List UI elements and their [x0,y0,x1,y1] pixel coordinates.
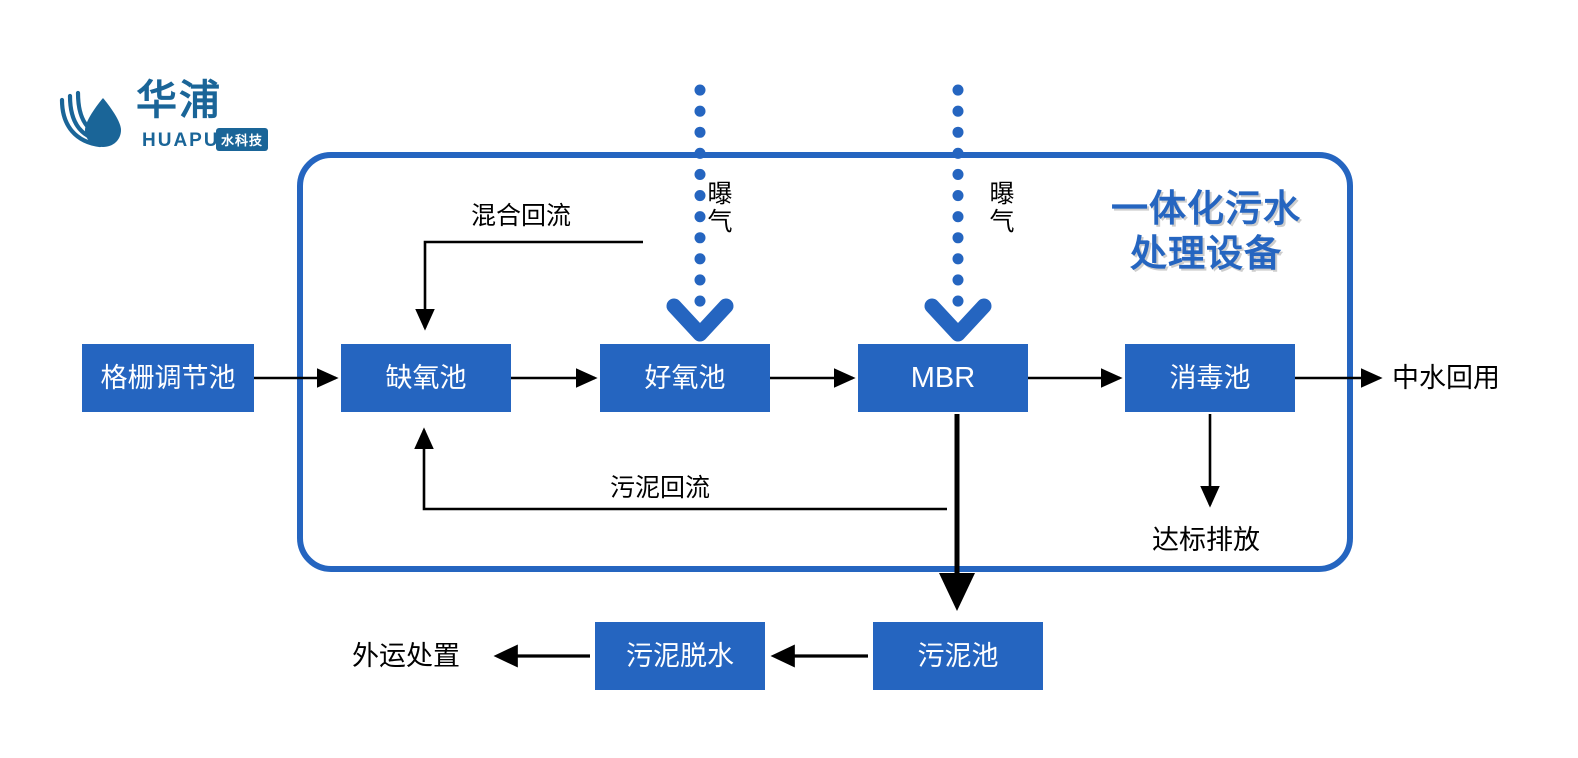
integrated-equipment-enclosure [297,152,1353,572]
equipment-title-line1: 一体化污水 [1111,187,1301,230]
box-label: 污泥池 [917,640,999,672]
label-sludge-return: 污泥回流 [610,473,711,502]
process-box-mbr[interactable]: MBR [858,344,1028,412]
water-droplet-icon [56,82,132,156]
box-label: MBR [910,361,976,394]
company-logo: 华浦 HUAPU 水科技 [56,76,269,170]
box-label: 好氧池 [644,362,726,394]
logo-hanzi: 华浦 [136,76,222,124]
box-label: 缺氧池 [385,362,467,394]
label-aeration-aerobic: 曝气 [707,179,733,236]
label-aeration-mbr: 曝气 [989,179,1015,236]
process-box-aerobic-tank[interactable]: 好氧池 [600,344,770,412]
label-offsite-disposal: 外运处置 [352,641,460,672]
label-reclaimed-water-reuse: 中水回用 [1392,363,1500,394]
process-box-sludge-dewatering[interactable]: 污泥脱水 [595,622,765,690]
label-compliant-discharge: 达标排放 [1152,525,1260,556]
process-box-disinfection-tank[interactable]: 消毒池 [1125,344,1295,412]
logo-tagline: 水科技 [216,128,269,151]
process-box-sludge-tank[interactable]: 污泥池 [873,622,1043,690]
label-mixed-liquor-return: 混合回流 [471,201,572,230]
equipment-title: 一体化污水 处理设备 [1086,186,1326,276]
process-box-anoxic-tank[interactable]: 缺氧池 [341,344,511,412]
equipment-title-line2: 处理设备 [1130,232,1282,276]
process-box-grit-regulating-tank[interactable]: 格栅调节池 [82,344,254,412]
logo-latin: HUAPU [142,130,220,151]
box-label: 消毒池 [1169,362,1251,394]
box-label: 污泥脱水 [626,640,734,672]
box-label: 格栅调节池 [100,362,236,394]
